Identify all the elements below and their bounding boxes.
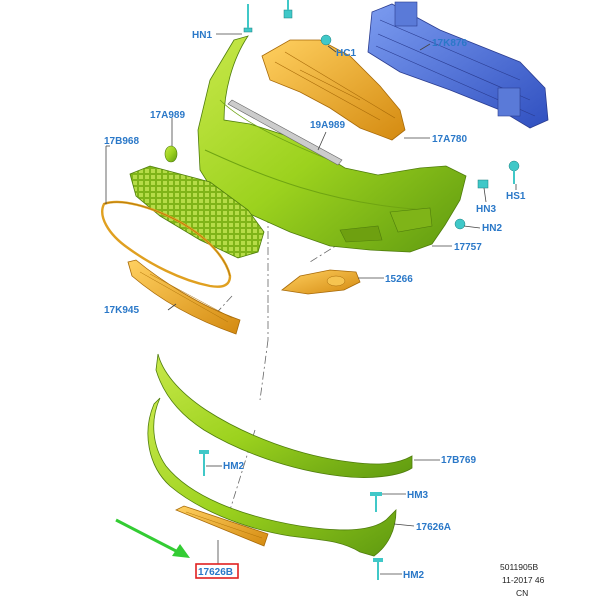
label-hm2-upper[interactable]: HM2 [223, 461, 245, 472]
grille-surround-17B968[interactable] [101, 200, 232, 288]
label-17A989[interactable]: 17A989 [150, 110, 185, 121]
label-hn2-top[interactable]: HN2 [482, 223, 502, 234]
grille-insert-17K945[interactable] [127, 259, 241, 335]
label-17A780[interactable]: 17A780 [432, 134, 467, 145]
label-hc1[interactable]: HC1 [336, 48, 356, 59]
label-19A989[interactable]: 19A989 [310, 120, 345, 131]
label-hs1[interactable]: HS1 [506, 191, 526, 202]
lower-lip-17B769[interactable] [155, 353, 413, 478]
support-bracket-17626B[interactable] [175, 505, 269, 547]
label-17626A[interactable]: 17626A [416, 522, 451, 533]
label-17626B[interactable]: 17626B [198, 567, 233, 578]
reinforcement-beam-17K876[interactable] [367, 1, 549, 129]
clip-hn2-top[interactable] [454, 218, 466, 230]
clip-hm2-upper[interactable] [199, 450, 209, 476]
ref-number: 5011905B [500, 562, 538, 572]
label-17K945[interactable]: 17K945 [104, 305, 139, 316]
clip-hn3-top[interactable] [477, 179, 489, 189]
screw-hs1[interactable] [508, 160, 520, 184]
clip-hm2-lower[interactable] [373, 558, 383, 580]
label-17B769[interactable]: 17B769 [441, 455, 476, 466]
label-hm2-lower[interactable]: HM2 [403, 570, 425, 581]
clip-top[interactable] [283, 0, 293, 19]
lower-spoiler-17626A[interactable] [147, 397, 397, 557]
ref-date: 11-2017 46 [502, 575, 545, 585]
highlight-box [195, 563, 239, 579]
highlight-arrow [115, 518, 190, 558]
label-hn3[interactable]: HN3 [476, 204, 496, 215]
clip-hc1[interactable] [320, 34, 332, 46]
clip-hm3[interactable] [370, 492, 382, 512]
trim-strip-19A989[interactable] [227, 99, 343, 166]
bumper-cover-17757[interactable] [197, 35, 467, 253]
reference-block: 5011905B 11-2017 46 CN [500, 562, 545, 598]
leader-lines [105, 33, 517, 575]
label-17757[interactable]: 17757 [454, 242, 482, 253]
cap-17A989[interactable] [164, 145, 178, 163]
label-15266[interactable]: 15266 [385, 274, 413, 285]
label-hm3[interactable]: HM3 [407, 490, 429, 501]
label-17K876[interactable]: 17K876 [432, 38, 467, 49]
ref-region: CN [516, 588, 528, 598]
clip-hn1[interactable] [243, 4, 253, 33]
fog-lamp-bezel-15266[interactable] [281, 269, 361, 295]
label-hn1[interactable]: HN1 [192, 30, 212, 41]
label-17B968[interactable]: 17B968 [104, 136, 139, 147]
fasteners [199, 0, 520, 580]
part-labels: HN1 HC1 17K876 17A989 19A989 17A780 17B9… [104, 30, 526, 581]
bracket-17A780[interactable] [261, 39, 406, 141]
